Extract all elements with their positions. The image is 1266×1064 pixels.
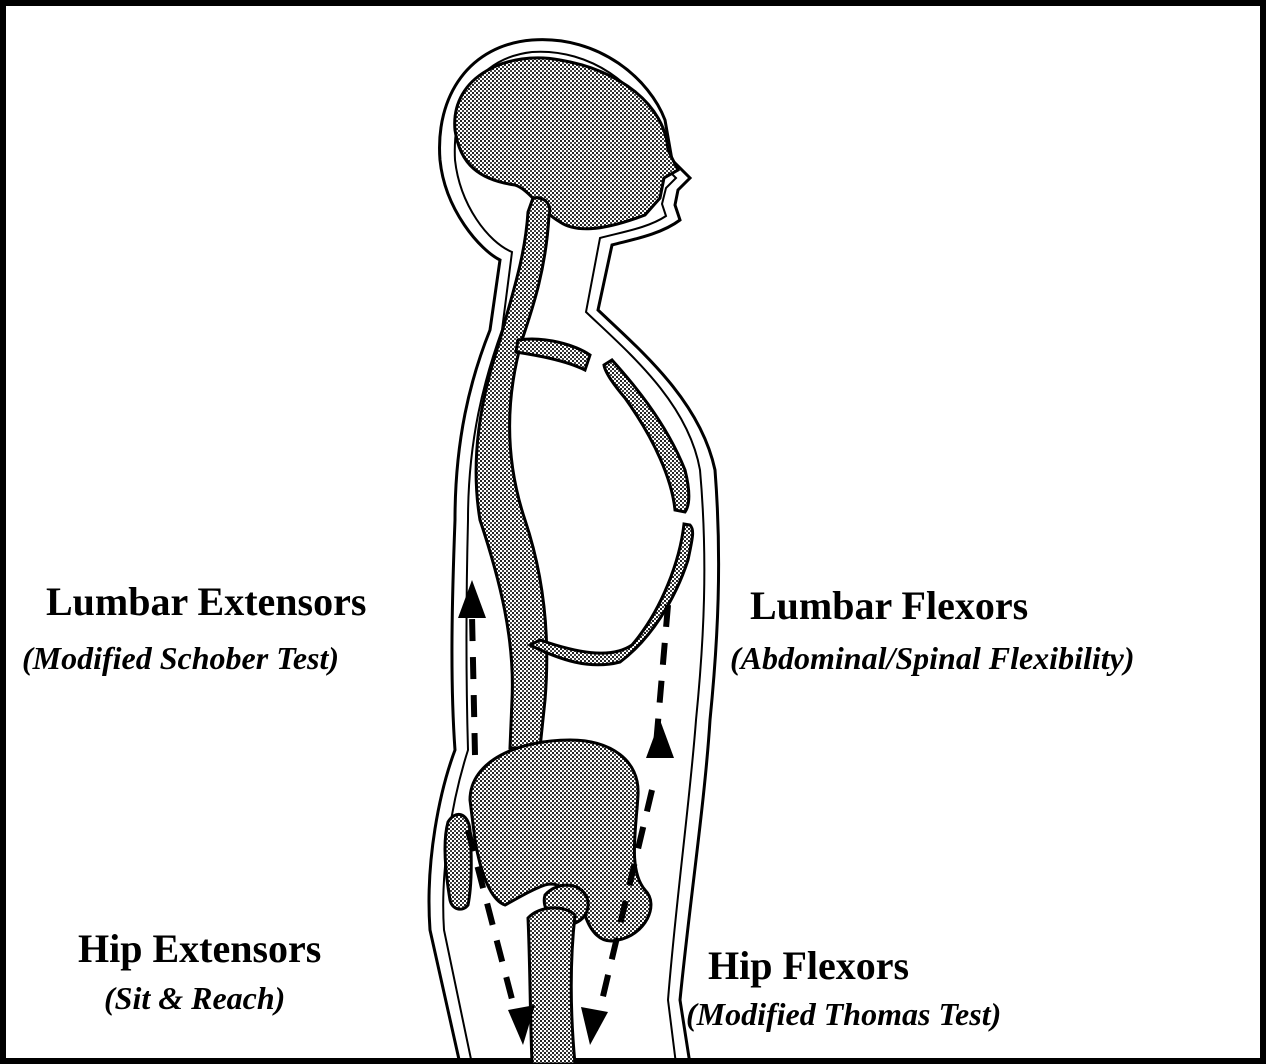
lower-rib — [530, 524, 693, 665]
clavicle — [516, 339, 590, 370]
lumbar-flexors-subtitle: (Abdominal/Spinal Flexibility) — [730, 640, 1134, 677]
arrow-down-hip-flexors — [581, 1007, 608, 1045]
lumbar-extensors-title: Lumbar Extensors — [46, 578, 366, 625]
lumbar-extensors-line — [472, 615, 475, 755]
skull — [455, 58, 678, 229]
lumbar-flexors-line — [656, 605, 668, 745]
sacrum — [445, 814, 471, 909]
arrow-up-lumbar-flexors — [646, 720, 674, 758]
lumbar-flexors-title: Lumbar Flexors — [750, 582, 1028, 629]
lumbar-extensors-subtitle: (Modified Schober Test) — [22, 640, 339, 677]
spine — [476, 198, 550, 748]
hip-extensors-subtitle: (Sit & Reach) — [104, 980, 285, 1017]
femur — [528, 908, 575, 1064]
hip-flexors-subtitle: (Modified Thomas Test) — [686, 996, 1001, 1033]
arrow-up-lumbar-extensors — [458, 580, 486, 618]
hip-extensors-title: Hip Extensors — [78, 925, 321, 972]
sternum — [604, 360, 689, 512]
hip-flexors-title: Hip Flexors — [708, 942, 909, 989]
